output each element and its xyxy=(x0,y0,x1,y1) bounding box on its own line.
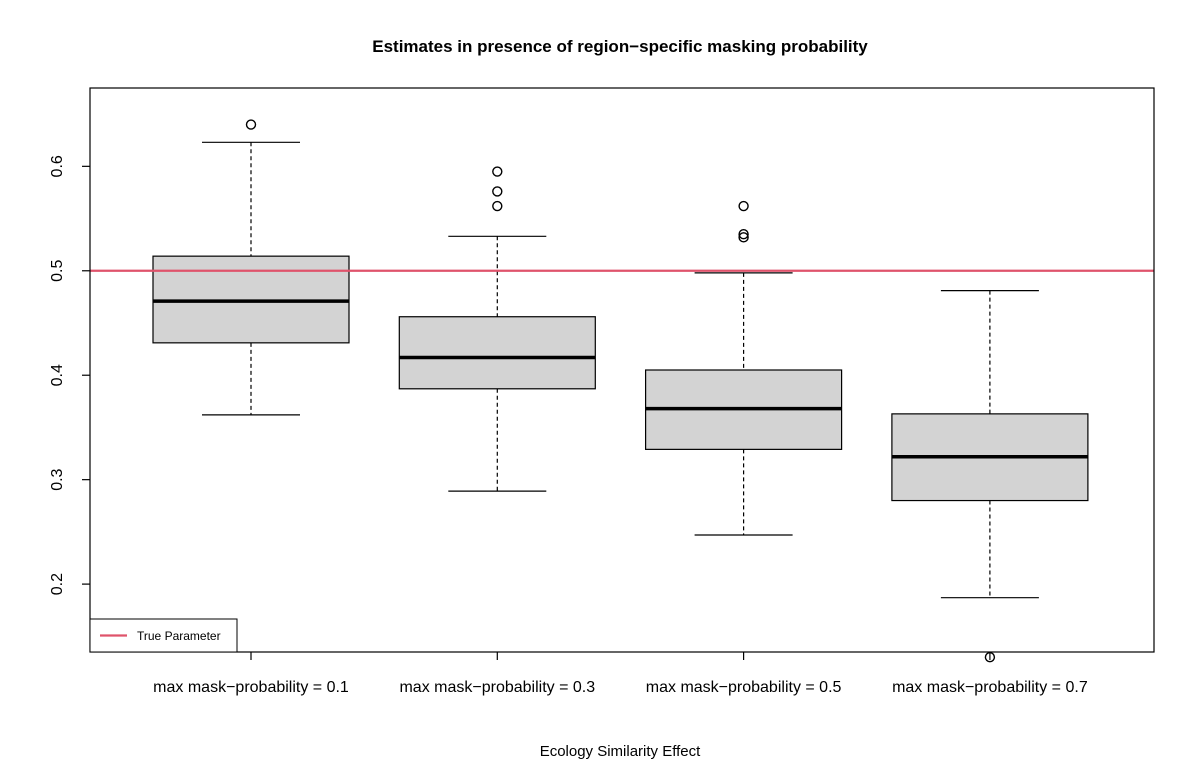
x-axis-label: Ecology Similarity Effect xyxy=(540,743,701,760)
outlier-point xyxy=(492,200,503,212)
x-tick-label: max mask−probability = 0.1 xyxy=(153,679,349,696)
y-tick-label: 0.2 xyxy=(49,573,66,595)
plot-area: 0.2 0.3 0.4 0.5 0.6 max mask−probability = 0.… xyxy=(49,87,1155,696)
chart-title: Estimates in presence of region−specific… xyxy=(372,37,868,56)
x-tick-label: max mask−probability = 0.7 xyxy=(892,679,1088,696)
outlier-point xyxy=(492,186,503,197)
y-tick-label: 0.5 xyxy=(49,260,66,282)
box-iqr xyxy=(398,316,596,390)
y-tick-label: 0.6 xyxy=(49,155,66,177)
outlier-point xyxy=(492,166,503,177)
legend-label: True Parameter xyxy=(137,629,221,643)
plot-frame xyxy=(89,87,1155,653)
y-tick-label: 0.4 xyxy=(49,364,66,386)
outlier-point xyxy=(738,200,749,212)
x-tick-label: max mask−probability = 0.3 xyxy=(399,679,595,696)
outlier-point xyxy=(245,119,257,130)
outlier-point xyxy=(738,232,749,243)
outlier-point xyxy=(738,229,749,240)
x-tick-label: max mask−probability = 0.5 xyxy=(646,679,842,696)
y-tick-label: 0.3 xyxy=(49,468,66,490)
